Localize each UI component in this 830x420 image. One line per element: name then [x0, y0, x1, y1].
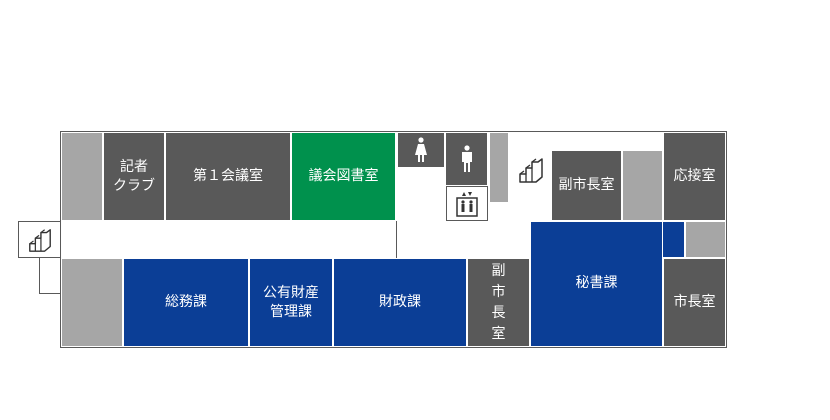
elevator[interactable]	[446, 186, 488, 221]
corridor-wall	[396, 221, 397, 258]
room-vice-mayor-south[interactable]: 副 市 長 室	[467, 258, 530, 347]
stairs-east[interactable]	[512, 150, 550, 190]
room-label: 副 市 長 室	[491, 262, 506, 342]
room-label: 総務課	[165, 294, 207, 310]
room-label: 財政課	[379, 294, 421, 310]
room-label: 秘書課	[575, 275, 618, 291]
male-restroom-icon	[461, 145, 472, 172]
service-space-sw	[61, 258, 123, 347]
room-label: 市長室	[673, 294, 716, 310]
service-space-shaft	[489, 132, 509, 203]
room-vice-mayor-north[interactable]: 副市長室	[551, 150, 622, 221]
room-finance[interactable]: 財政課	[333, 258, 467, 347]
service-space-ne	[622, 150, 663, 221]
female-restroom-icon	[415, 137, 427, 162]
room-label: 公有財産 管理課	[263, 284, 319, 320]
room-label: 応接室	[673, 168, 716, 184]
room-conference-1[interactable]: 第１会議室	[165, 132, 291, 221]
room-public-property[interactable]: 公有財産 管理課	[249, 258, 333, 347]
service-space-nw	[61, 132, 103, 221]
room-label: 記者 クラブ	[113, 158, 155, 194]
room-label: 第１会議室	[193, 168, 263, 184]
restroom-men[interactable]	[445, 132, 488, 186]
stairs-connector-v	[39, 258, 40, 294]
room-reception[interactable]: 応接室	[663, 132, 726, 221]
stairs-icon	[28, 228, 51, 252]
stairs-connector-h	[39, 293, 61, 294]
room-assembly-library[interactable]: 議会図書室	[291, 132, 396, 221]
room-label: 副市長室	[558, 177, 615, 193]
room-label: 議会図書室	[308, 168, 379, 184]
stairs-icon	[519, 158, 543, 183]
stairs-west[interactable]	[18, 221, 61, 258]
elevator-icon	[456, 191, 478, 217]
room-mayor[interactable]: 市長室	[663, 258, 726, 347]
room-secretariat[interactable]: 秘書課	[530, 221, 663, 347]
room-kisha-club[interactable]: 記者 クラブ	[103, 132, 165, 221]
service-space-e	[685, 221, 726, 258]
restroom-women[interactable]	[397, 132, 445, 168]
room-general-affairs[interactable]: 総務課	[123, 258, 249, 347]
